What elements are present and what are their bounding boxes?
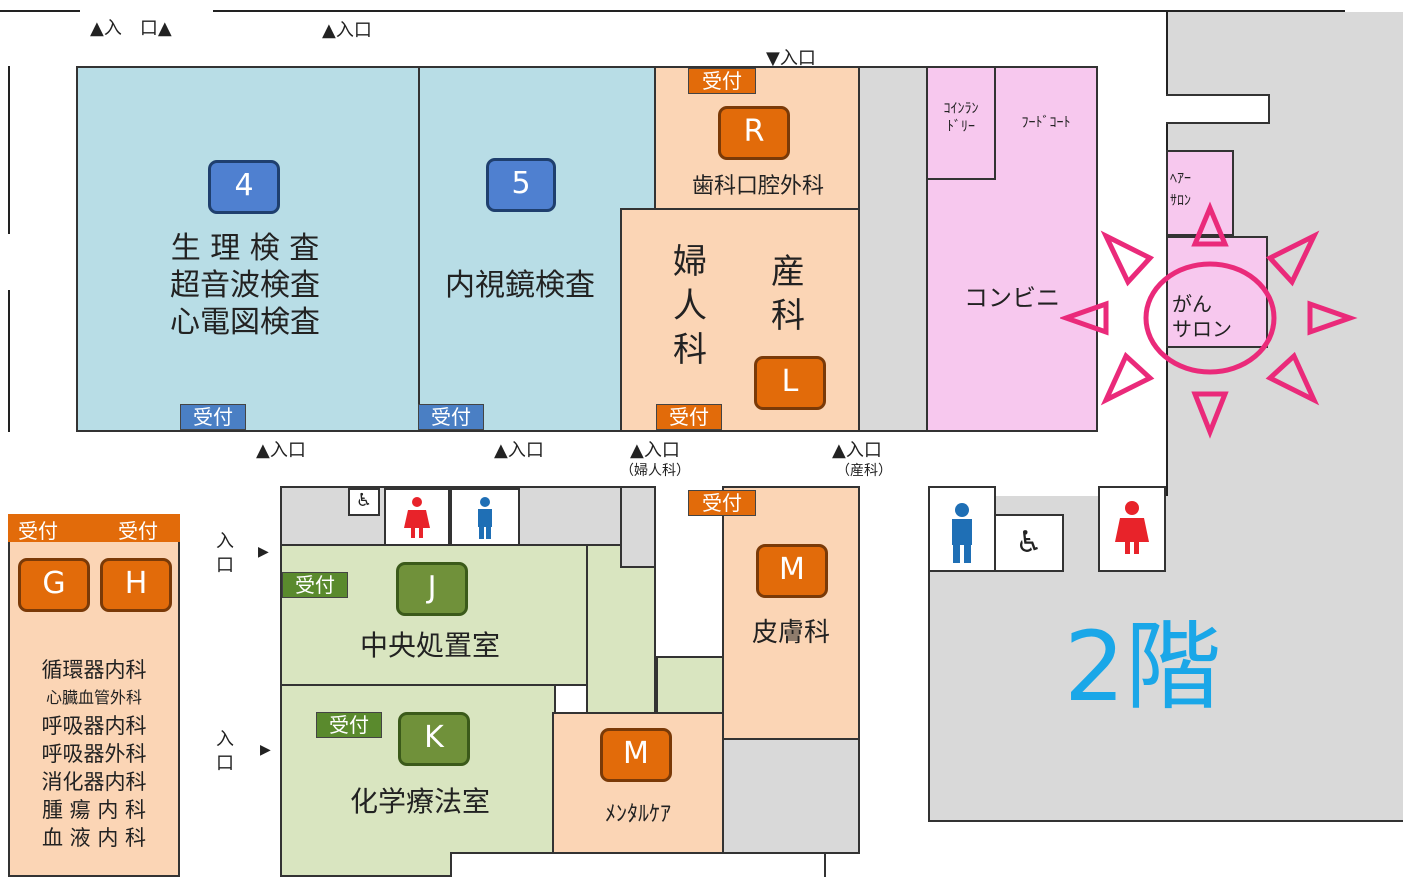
- entrance-left-lower: 入 口: [216, 729, 234, 774]
- entrance-bottom-1: ▲入口: [256, 440, 306, 461]
- department-item: 循環器内科: [41, 658, 147, 682]
- hair-salon-label: ﾍｱｰ ｻﾛﾝ: [1170, 171, 1191, 209]
- room-gh-reception-left: 受付: [18, 519, 58, 543]
- highlight-sun-icon: [1060, 201, 1358, 439]
- room-m1-badge: M: [756, 544, 828, 598]
- accessible-icon-2: ♿: [994, 514, 1064, 572]
- hair-salon[interactable]: [1166, 150, 1234, 236]
- entrance-top-left-2: ▲入口: [322, 20, 372, 41]
- sun-ray: [1191, 201, 1229, 247]
- room-m1-label: 皮膚科: [751, 618, 830, 648]
- room-m2-badge: M: [600, 728, 672, 782]
- room-5-badge: 5: [486, 158, 556, 212]
- room-4-badge: 4: [208, 160, 280, 214]
- female-toilet-2: [1098, 486, 1166, 572]
- department-item: 心臓血管外科: [45, 688, 142, 707]
- room-4-line: 超音波検査: [170, 268, 320, 303]
- coin-laundry-label: ｺｲﾝﾗﾝ ﾄﾞﾘｰ: [943, 101, 979, 135]
- room-m-dermatology[interactable]: [722, 486, 860, 740]
- room-m2-label: ﾒﾝﾀﾙｹｱ: [604, 802, 671, 827]
- room-gh-reception-bar: [8, 514, 180, 542]
- coin-laundry[interactable]: [926, 66, 996, 180]
- wall-line: [0, 10, 80, 12]
- entrance-bottom-2: ▲入口: [494, 440, 544, 461]
- room-4-physiological-tests[interactable]: [76, 66, 420, 432]
- convenience-label: コンビニ: [964, 284, 1060, 312]
- room-l-obstetrics-label: 産 科: [771, 252, 805, 336]
- green-passage: [586, 544, 656, 714]
- room-4-label: 生 理 検 査 超音波検査 心電図検査: [120, 230, 370, 341]
- room-m1-reception: 受付: [688, 490, 756, 516]
- accessible-icon: ♿: [348, 488, 380, 516]
- room-g-badge: G: [18, 558, 90, 612]
- department-item: 腫 瘍 内 科: [41, 798, 147, 822]
- arrow-right-icon: ▶: [258, 544, 269, 560]
- room-gh-reception-right: 受付: [118, 519, 158, 543]
- wall-line: [8, 290, 10, 432]
- green-passage-2: [656, 656, 724, 714]
- room-l-reception: 受付: [656, 404, 722, 430]
- room-j-label: 中央処置室: [359, 629, 500, 662]
- male-toilet-icon: [478, 497, 492, 539]
- arrow-right-icon: ▶: [260, 742, 271, 758]
- room-j-badge: J: [396, 562, 468, 616]
- room-5-reception: 受付: [418, 404, 484, 430]
- sun-ray: [1265, 351, 1320, 406]
- department-item: 呼吸器外科: [41, 742, 147, 766]
- entrance-bottom-3: ▲入口: [630, 440, 680, 461]
- room-gh-departments: 循環器内科 心臓血管外科 呼吸器内科 呼吸器外科 消化器内科 腫 瘍 内 科 血…: [10, 656, 178, 852]
- food-court-label: ﾌｰﾄﾞｺｰﾄ: [1021, 115, 1071, 131]
- wall-line: [213, 10, 1345, 12]
- male-toilet-2: [928, 486, 996, 572]
- male-toilet-icon: [952, 503, 972, 563]
- room-h-badge: H: [100, 558, 172, 612]
- room-r-label: 歯科口腔外科: [691, 174, 824, 199]
- room-k-badge: K: [398, 712, 470, 766]
- gray-block: [722, 738, 860, 854]
- room-k-reception: 受付: [316, 712, 382, 738]
- sun-ray: [1307, 300, 1358, 336]
- cancer-salon-label: がん サロン: [1172, 292, 1232, 341]
- sun-ray: [1100, 230, 1155, 287]
- sun-ray: [1191, 391, 1229, 439]
- room-5-endoscopy[interactable]: [418, 66, 656, 432]
- male-toilet: [450, 488, 520, 546]
- female-toilet-icon: [1115, 501, 1149, 554]
- cancer-salon[interactable]: [1166, 236, 1268, 348]
- female-toilet: [384, 488, 450, 546]
- entrance-left-upper: 入 口: [216, 531, 234, 576]
- highlight-circle: [1143, 261, 1277, 375]
- wall-line: [8, 66, 10, 234]
- small-room: [1166, 94, 1270, 124]
- department-item: 消化器内科: [41, 770, 147, 794]
- entrance-bottom-4-note: （産科）: [836, 463, 892, 479]
- department-item: 血 液 内 科: [41, 826, 147, 850]
- room-r-badge: R: [718, 106, 790, 160]
- lower-room: [450, 852, 826, 877]
- room-4-line: 生 理 検 査: [170, 231, 320, 266]
- department-item: 呼吸器内科: [41, 714, 147, 738]
- female-toilet-icon: [404, 497, 430, 538]
- room-r-reception: 受付: [688, 68, 756, 94]
- room-4-reception: 受付: [180, 404, 246, 430]
- room-5-label: 内視鏡検査: [445, 268, 595, 303]
- entrance-top-left-1: ▲入 口▲: [90, 18, 172, 39]
- floor-label: 2階: [1064, 611, 1222, 723]
- entrance-bottom-4: ▲入口: [832, 440, 882, 461]
- sun-ray: [1265, 230, 1320, 287]
- entrance-bottom-3-note: （婦人科）: [620, 463, 690, 479]
- room-k-label: 化学療法室: [349, 785, 490, 818]
- room-j-reception: 受付: [282, 572, 348, 598]
- corridor-block: [858, 66, 928, 432]
- room-l-gynecology-label: 婦 人 科: [673, 242, 707, 370]
- sun-ray: [1060, 300, 1109, 336]
- entrance-top-right: ▼入口: [766, 48, 816, 69]
- room-4-line: 心電図検査: [170, 305, 320, 340]
- sun-ray: [1100, 351, 1155, 406]
- gray-small: [620, 486, 656, 568]
- room-l-badge: L: [754, 356, 826, 410]
